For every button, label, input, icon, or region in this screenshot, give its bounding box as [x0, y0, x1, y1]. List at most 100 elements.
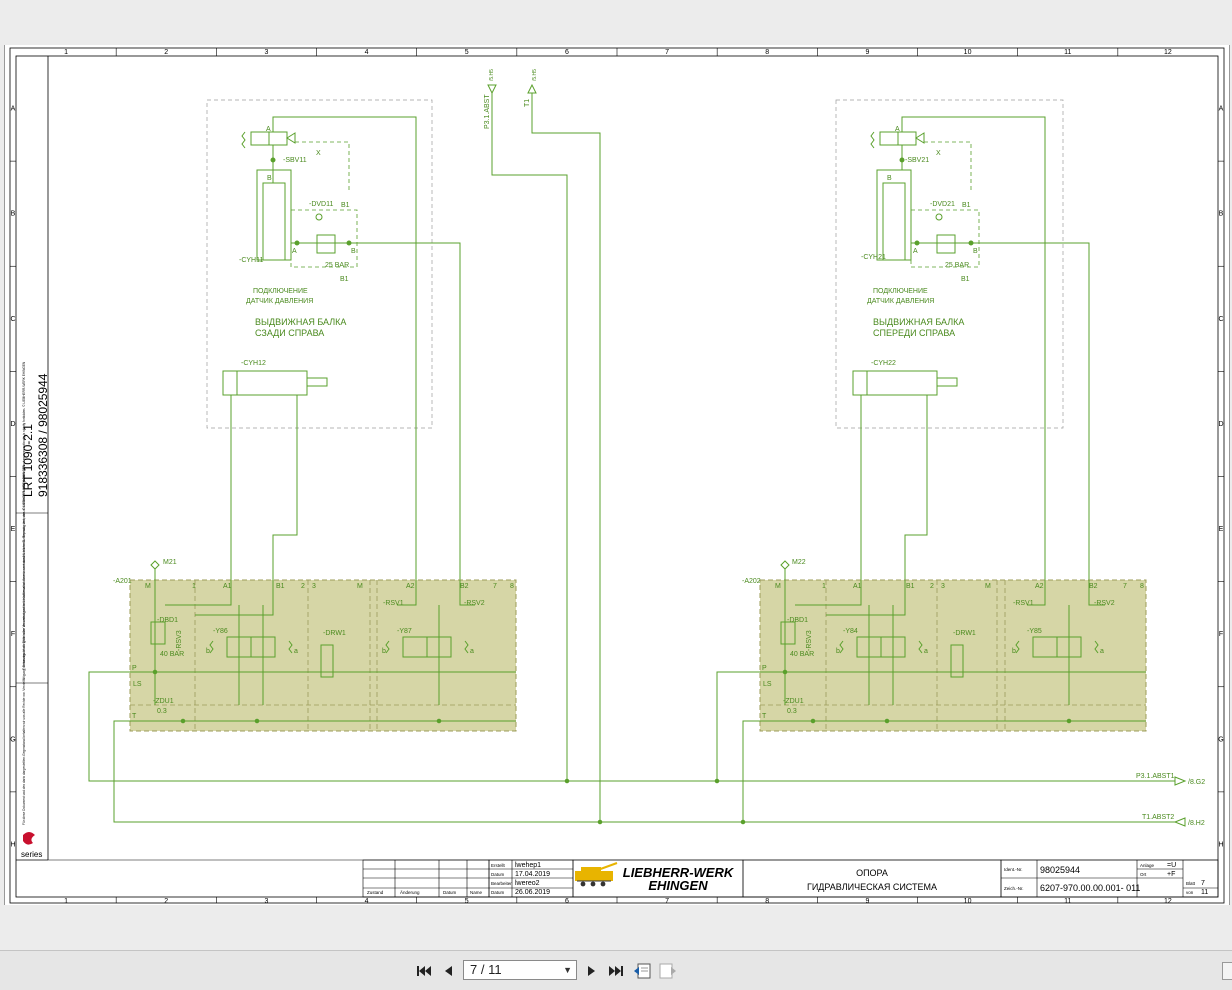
svg-text:B1: B1: [962, 202, 971, 209]
svg-text:Anlage: Anlage: [1140, 863, 1155, 868]
previous-page-icon: [445, 966, 452, 976]
column-label-bottom: 4: [365, 898, 369, 905]
svg-text:B2: B2: [460, 583, 469, 590]
left-sensor-line2: ДАТЧИК ДАВЛЕНИЯ: [246, 298, 313, 305]
svg-text:B2: B2: [1089, 583, 1098, 590]
svg-text:T: T: [762, 713, 767, 720]
left-sbv-label: -SBV11: [283, 157, 307, 164]
svg-text:A: A: [895, 126, 900, 133]
created-by: lwehep1: [515, 862, 541, 869]
left-sensor-line1: ПОДКЛЮЧЕНИЕ: [253, 288, 308, 295]
right-sbv-label: -SBV21: [905, 157, 929, 164]
svg-text:-Y84: -Y84: [843, 628, 858, 635]
right-valve-block: -A202 M22 -DBD1 40 BAR -RSV3 -ZDU1 0.3 -…: [742, 559, 1147, 732]
column-label-bottom: 9: [865, 898, 869, 905]
column-label-bottom: 2: [164, 898, 168, 905]
row-label-right: G: [1218, 736, 1223, 743]
last-page-icon: [609, 966, 623, 976]
top-port-p3-ref: /5.H5: [489, 69, 495, 81]
page-number-dropdown[interactable]: 7 / 11 ▼: [463, 960, 577, 980]
svg-text:B: B: [351, 248, 356, 255]
svg-text:b: b: [836, 648, 840, 655]
row-label-right: H: [1218, 841, 1223, 848]
first-page-button[interactable]: [414, 961, 434, 981]
drawing-title-2: ГИДРАВЛИЧЕСКАЯ СИСТЕМА: [807, 882, 937, 892]
svg-text:a: a: [1100, 648, 1104, 655]
toolbar-overflow-button[interactable]: [1222, 962, 1232, 980]
main-pipework: [88, 671, 1187, 827]
svg-text:series: series: [21, 850, 42, 859]
previous-page-button[interactable]: [438, 961, 458, 981]
svg-text:X: X: [936, 150, 941, 157]
edited-by: lwereo2: [515, 880, 540, 887]
svg-text:-Y86: -Y86: [213, 628, 228, 635]
svg-text:P: P: [762, 665, 767, 672]
row-label-right: E: [1219, 526, 1224, 533]
svg-text:0.3: 0.3: [157, 708, 167, 715]
column-label-bottom: 11: [1064, 898, 1071, 905]
go-forward-view-button[interactable]: [658, 961, 678, 981]
svg-text:Erstellt: Erstellt: [491, 863, 506, 868]
column-label-bottom: 12: [1164, 898, 1172, 905]
right-gauge-label: M22: [792, 559, 806, 566]
svg-text:Bearbeiter: Bearbeiter: [491, 881, 512, 886]
svg-text:b: b: [206, 648, 210, 655]
svg-text:-RSV1: -RSV1: [1013, 600, 1034, 607]
right-port-t1-label: T1.ABST2: [1142, 814, 1174, 821]
column-label-top: 4: [365, 49, 369, 56]
top-port-p3: [487, 84, 568, 781]
svg-text:-ZDU1: -ZDU1: [153, 698, 174, 705]
svg-text:von: von: [1186, 890, 1194, 895]
column-label-top: 11: [1064, 49, 1071, 56]
svg-text:B1: B1: [341, 202, 350, 209]
right-dvd-label: -DVD21: [930, 201, 955, 208]
svg-text:LS: LS: [133, 681, 142, 688]
page-indicator: 7 / 11: [470, 962, 502, 977]
column-label-bottom: 5: [465, 898, 469, 905]
part-numbers-text: 918336308 / 98025944: [36, 373, 50, 497]
svg-text:2: 2: [930, 583, 934, 590]
go-back-view-button[interactable]: [632, 961, 652, 981]
row-label-right: A: [1219, 106, 1224, 113]
svg-text:8: 8: [510, 583, 514, 590]
left-title-line2: СЗАДИ СПРАВА: [255, 328, 324, 338]
right-title-line2: СПЕРЕДИ СПРАВА: [873, 328, 955, 338]
svg-text:a: a: [294, 648, 298, 655]
column-label-top: 3: [264, 49, 268, 56]
svg-text:LS: LS: [763, 681, 772, 688]
next-page-button[interactable]: [582, 961, 602, 981]
left-outrigger-unit: -SBV11 -DVD11 -CYH11 -CYH12 A X B B1 A B…: [206, 99, 461, 580]
svg-text:+F: +F: [1167, 871, 1175, 878]
column-label-top: 5: [465, 49, 469, 56]
right-cyh21-label: -CYH21: [861, 254, 886, 261]
column-label-top: 12: [1164, 49, 1172, 56]
row-label-right: D: [1218, 421, 1223, 428]
column-label-top: 9: [865, 49, 869, 56]
svg-text:Zustand: Zustand: [367, 890, 384, 895]
svg-text:1: 1: [822, 583, 826, 590]
svg-text:3: 3: [312, 583, 316, 590]
right-cyh22-label: -CYH22: [871, 360, 896, 367]
svg-text:-DBD1: -DBD1: [787, 617, 808, 624]
column-label-bottom: 10: [964, 898, 972, 905]
svg-text:Zeich.-Nr.: Zeich.-Nr.: [1004, 886, 1024, 891]
svg-text:-RSV2: -RSV2: [464, 600, 485, 607]
last-page-button[interactable]: [606, 961, 626, 981]
drawing-number: 6207-970.00.00.001- 011: [1040, 883, 1140, 893]
left-valve-block: -A201 M21 -DBD1 40 BAR -RSV3 -ZDU1 0.3 -…: [113, 559, 517, 732]
drawing-title-1: ОПОРА: [856, 868, 888, 878]
svg-text:7: 7: [493, 583, 497, 590]
row-label-left: E: [11, 526, 16, 533]
edited-date: 26.06.2019: [515, 889, 550, 896]
column-label-top: 8: [765, 49, 769, 56]
svg-text:b: b: [1012, 648, 1016, 655]
svg-text:-Y87: -Y87: [397, 628, 412, 635]
row-label-left: B: [11, 211, 16, 218]
svg-text:8: 8: [1140, 583, 1144, 590]
svg-text:-DBD1: -DBD1: [157, 617, 178, 624]
svg-text:-RSV2: -RSV2: [1094, 600, 1115, 607]
column-label-top: 2: [164, 49, 168, 56]
row-label-right: F: [1219, 631, 1223, 638]
